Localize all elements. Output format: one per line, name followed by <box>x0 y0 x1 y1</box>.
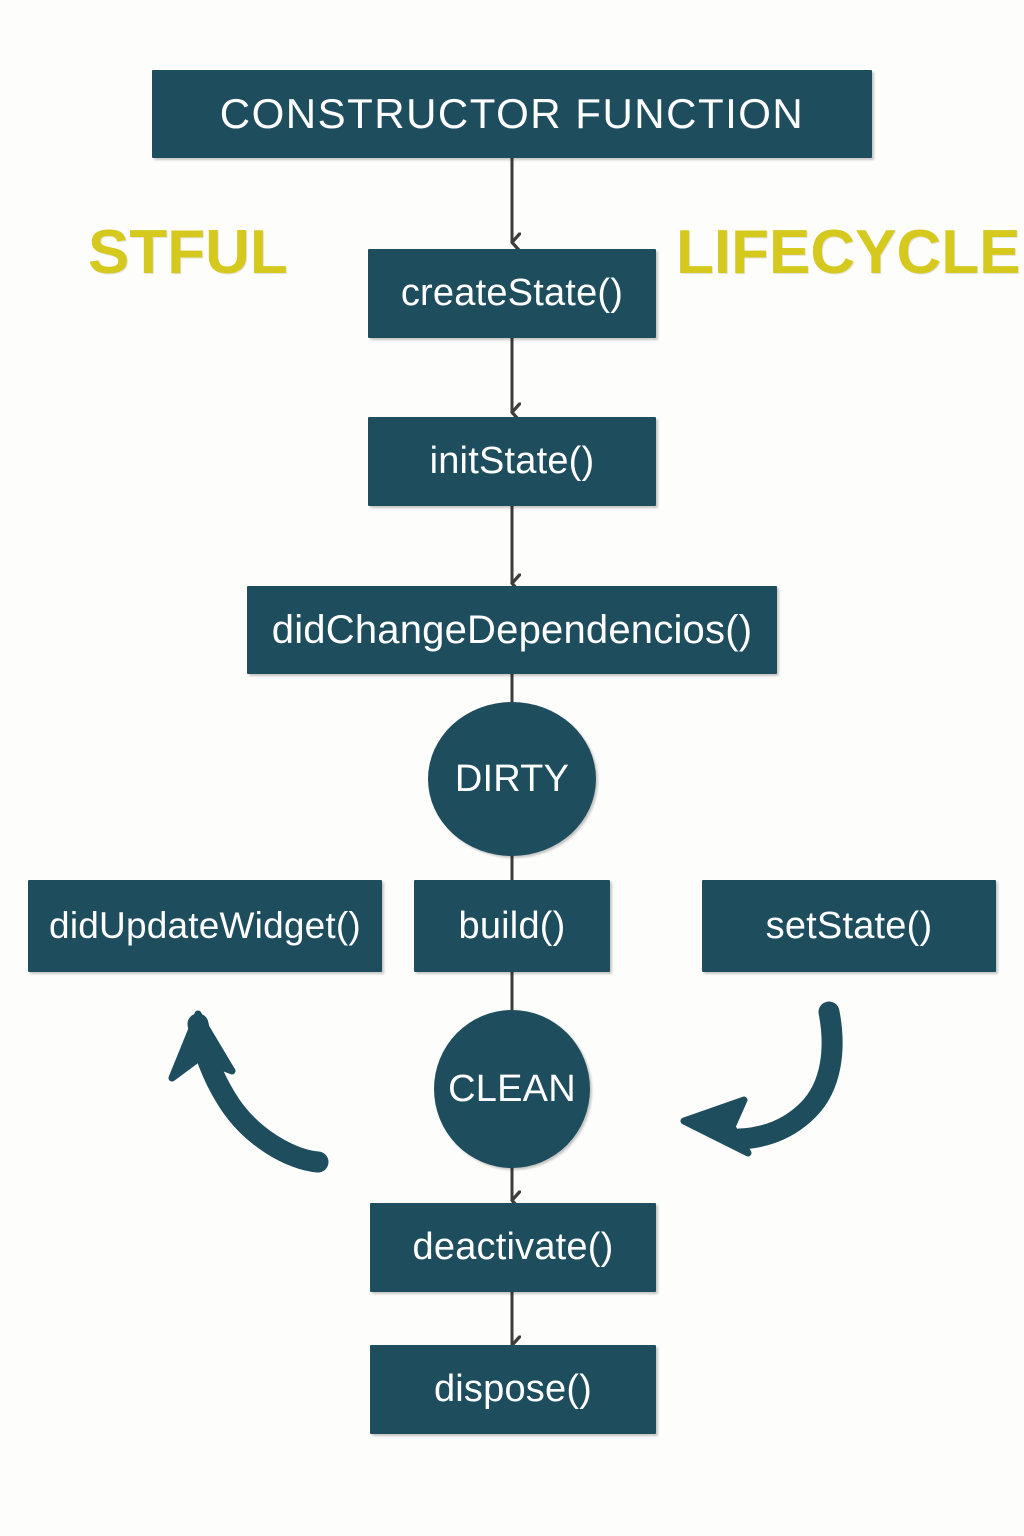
side-label-stateful: STFUL <box>88 218 288 287</box>
node-label: didChangeDependencios() <box>271 607 753 652</box>
node-clean-state[interactable]: CLEAN <box>434 1010 590 1168</box>
node-label: initState() <box>429 440 595 482</box>
node-label: DIRTY <box>454 757 570 800</box>
node-dispose[interactable]: dispose() <box>370 1345 656 1434</box>
node-deactivate[interactable]: deactivate() <box>370 1203 656 1292</box>
node-label: didUpdateWidget() <box>49 905 361 946</box>
node-dirty-state[interactable]: DIRTY <box>428 702 596 856</box>
node-label: build() <box>458 904 566 947</box>
node-createstate[interactable]: createState() <box>368 249 656 338</box>
node-label: createState() <box>400 272 624 314</box>
node-label: CONSTRUCTOR FUNCTION <box>219 90 805 137</box>
node-constructor-function[interactable]: CONSTRUCTOR FUNCTION <box>152 70 872 158</box>
node-build[interactable]: build() <box>414 880 610 972</box>
edge-setstate-to-clean <box>680 1001 843 1157</box>
side-label-lifecycle: LIFECYCLE <box>676 218 1021 287</box>
edge-clean-to-didupdatewidget <box>168 1010 329 1173</box>
node-initstate[interactable]: initState() <box>368 417 656 506</box>
node-label: CLEAN <box>448 1067 576 1110</box>
node-didupdatewidget[interactable]: didUpdateWidget() <box>28 880 382 972</box>
node-label: dispose() <box>433 1368 593 1410</box>
node-didchangedependencios[interactable]: didChangeDependencios() <box>247 586 777 674</box>
node-label: setState() <box>765 904 933 947</box>
node-setstate[interactable]: setState() <box>702 880 996 972</box>
node-label: deactivate() <box>412 1226 614 1268</box>
